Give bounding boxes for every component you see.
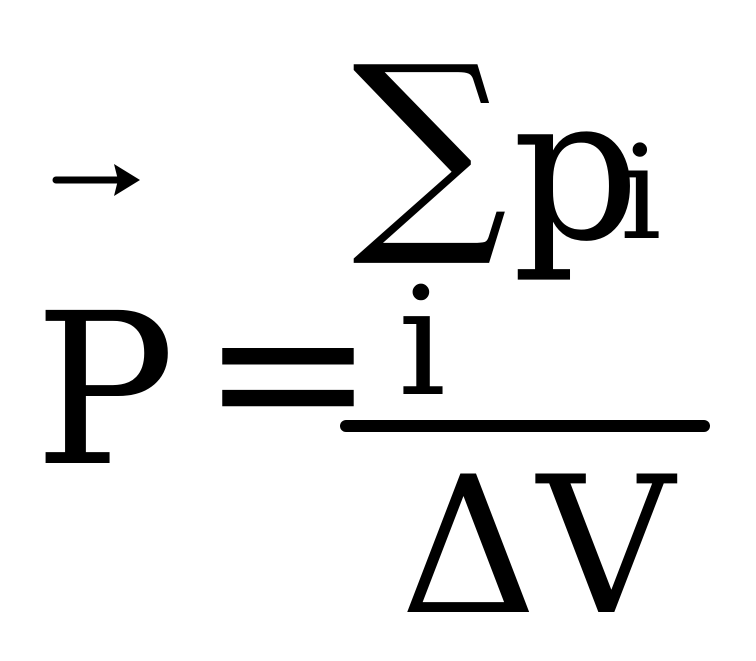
fraction-numerator-i: i: [398, 256, 446, 430]
summation-sign: ∑: [352, 20, 508, 273]
fraction-bar: [340, 420, 710, 432]
numerator-variable-p: p: [512, 53, 641, 286]
numerator-subscript-i: i: [620, 117, 662, 269]
equals-sign: =: [200, 248, 376, 493]
fraction-denominator-delta-v: ΔV: [400, 436, 675, 657]
vector-arrow-icon: →: [52, 150, 144, 210]
pressure-symbol: P: [34, 268, 176, 513]
